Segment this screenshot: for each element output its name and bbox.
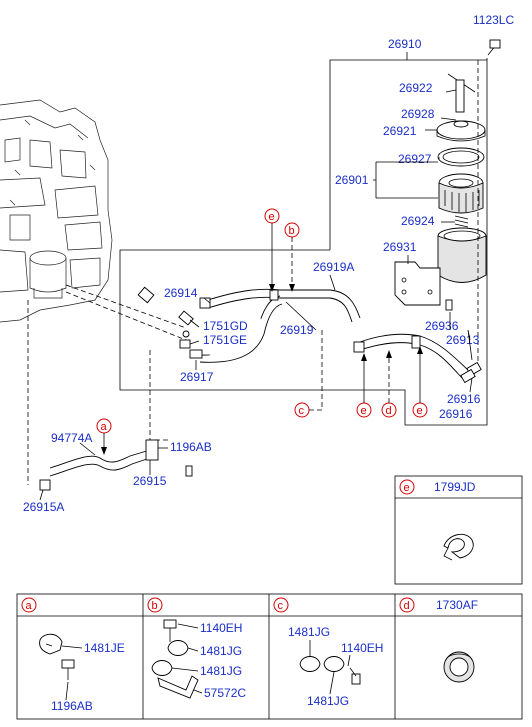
label-26927: 26927 [398, 152, 432, 166]
table-d-letter: d [404, 600, 410, 612]
label-26936: 26936 [425, 319, 459, 333]
label-1751GD: 1751GD [203, 319, 248, 333]
callout-c-1: c [299, 405, 305, 417]
label-1751GE: 1751GE [203, 333, 247, 347]
table-b-part-57572C: 57572C [204, 686, 246, 700]
leader-lines [27, 284, 187, 485]
label-26921: 26921 [383, 124, 417, 138]
callout-a-1: a [101, 421, 108, 433]
detail-box-e: e 1799JD [394, 475, 523, 585]
table-b-part-1481JG-1: 1481JG [200, 644, 242, 658]
part-labels: 1123LC 26910 26922 26928 26921 26927 269… [23, 13, 514, 514]
label-1123LC: 1123LC [473, 13, 514, 27]
callouts: e b a c e d e [96, 208, 428, 455]
hoses [137, 286, 469, 379]
table-c-part-1481JG-1: 1481JG [288, 625, 330, 639]
label-26910: 26910 [388, 37, 422, 51]
table-b-letter: b [152, 600, 158, 612]
label-26913: 26913 [446, 333, 480, 347]
filter-assembly [394, 39, 501, 384]
label-26914: 26914 [164, 286, 198, 300]
table-d-part-1730AF: 1730AF [436, 598, 478, 612]
callout-d-1: d [386, 405, 392, 417]
engine-block-illustration [0, 99, 113, 323]
label-26924: 26924 [401, 214, 435, 228]
callout-e-1: e [269, 211, 275, 223]
label-26915: 26915 [133, 474, 167, 488]
detail-table: a 1481JE 1196AB b 1140EH 1481JG 1481JG 5… [16, 593, 523, 720]
label-26922: 26922 [399, 81, 433, 95]
callout-e-2: e [361, 405, 367, 417]
label-26931: 26931 [383, 240, 417, 254]
table-a-part-1481JE: 1481JE [84, 641, 125, 655]
label-26917: 26917 [180, 370, 214, 384]
table-a-letter: a [26, 600, 33, 612]
label-26919: 26919 [280, 323, 314, 337]
label-26916-a: 26916 [447, 392, 481, 406]
detail-e-part-1799JD: 1799JD [434, 480, 476, 494]
label-1196AB: 1196AB [170, 440, 212, 454]
detail-e-letter: e [404, 482, 410, 494]
table-c-part-1481JG-2: 1481JG [307, 694, 349, 708]
table-b-part-1481JG-2: 1481JG [200, 664, 242, 678]
label-26916-b: 26916 [439, 407, 473, 421]
table-b-part-1140EH: 1140EH [200, 621, 242, 635]
label-26901: 26901 [335, 173, 369, 187]
lower-hose-assembly [39, 439, 193, 491]
label-26928: 26928 [401, 107, 435, 121]
label-94774A: 94774A [51, 431, 92, 445]
label-26915A: 26915A [23, 500, 64, 514]
table-c-part-1140EH: 1140EH [341, 641, 383, 655]
callout-e-3: e [417, 405, 423, 417]
table-c-letter: c [278, 600, 284, 612]
assembly-frame [119, 52, 488, 426]
table-a-part-1196AB: 1196AB [51, 699, 93, 713]
callout-b-1: b [289, 225, 295, 237]
label-26919A: 26919A [313, 260, 354, 274]
